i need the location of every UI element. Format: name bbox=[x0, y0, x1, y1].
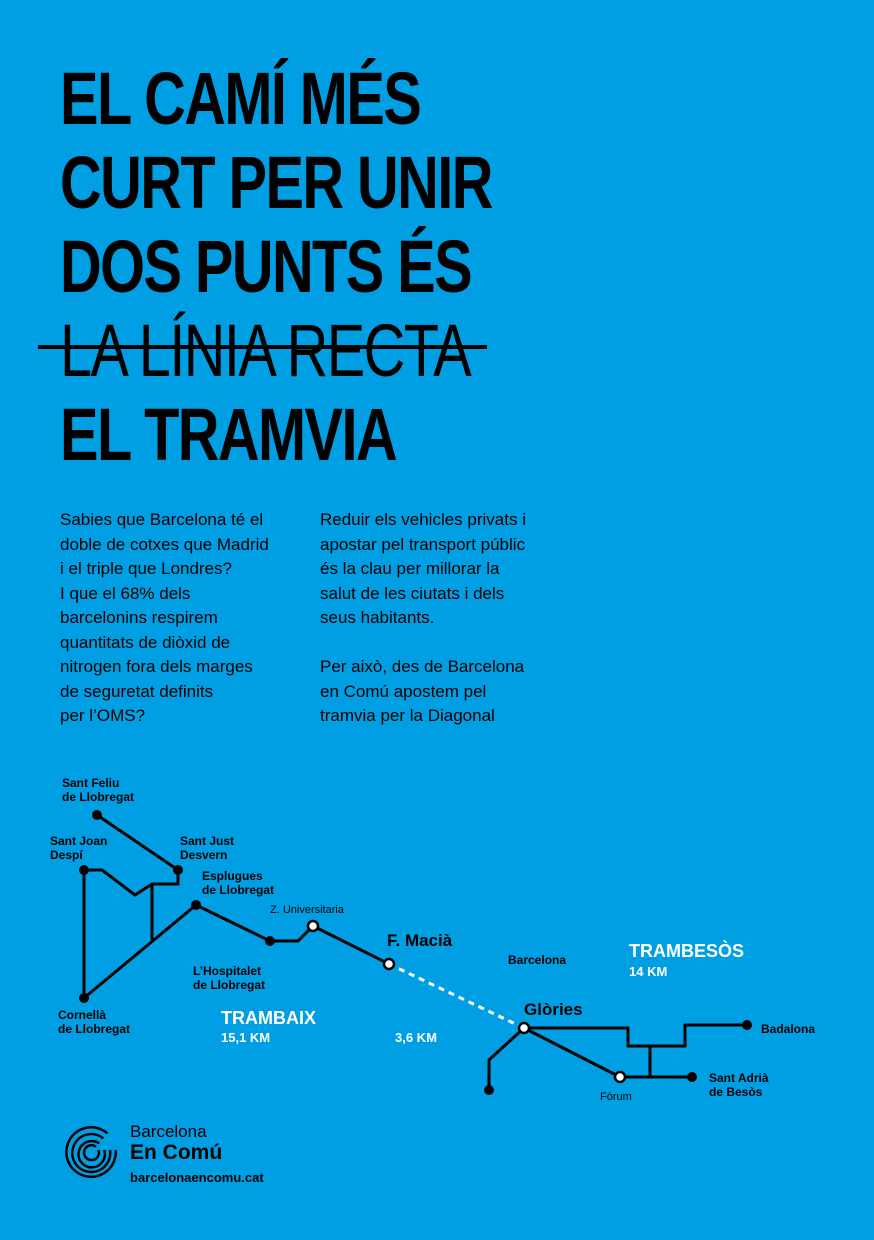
trambesos-main bbox=[487, 1026, 526, 1090]
stop-trambesos-end-dot bbox=[484, 1085, 494, 1095]
trambesos-forum bbox=[523, 1026, 621, 1079]
label-sant-feliu-1: Sant Feliu bbox=[62, 776, 119, 790]
trambaix-branch-sant-feliu bbox=[96, 813, 179, 872]
stop-hospitalet-dot bbox=[265, 936, 275, 946]
label-sant-just-1: Sant Just bbox=[180, 834, 234, 848]
strikethrough-bar bbox=[38, 345, 487, 349]
barcelona-en-comu-logo-icon bbox=[65, 1126, 117, 1179]
trambesos-badalona bbox=[524, 1023, 747, 1048]
label-sant-adria-1: Sant Adrià bbox=[709, 1071, 769, 1085]
stop-f-macia-dot bbox=[382, 957, 396, 971]
label-z-universitaria: Z. Universitaria bbox=[270, 904, 345, 916]
label-glories: Glòries bbox=[524, 1000, 583, 1019]
trambesos-name: TRAMBESÒS bbox=[629, 940, 744, 961]
body-paragraph: Reduir els vehicles privats i apostar pe… bbox=[320, 510, 526, 627]
label-barcelona: Barcelona bbox=[508, 953, 566, 967]
label-sant-joan-2: Despí bbox=[50, 848, 83, 862]
body-column-left: Sabies que Barcelona té el doble de cotx… bbox=[60, 508, 310, 753]
headline-line-1: EL CAMÍ MÉS bbox=[60, 57, 422, 140]
label-cornella-1: Cornellà bbox=[58, 1008, 106, 1022]
label-sant-feliu-2: de Llobregat bbox=[62, 790, 134, 804]
stop-sant-adria-dot bbox=[687, 1072, 697, 1082]
stop-forum-dot bbox=[613, 1070, 627, 1084]
headline-line-5: EL TRAMVIA bbox=[60, 393, 398, 476]
stop-sant-just-dot bbox=[173, 865, 183, 875]
label-badalona: Badalona bbox=[761, 1022, 815, 1036]
label-esplugues-1: Esplugues bbox=[202, 869, 263, 883]
dashed-link bbox=[388, 962, 525, 1030]
label-sant-just-2: Desvern bbox=[180, 848, 227, 862]
label-forum: Fòrum bbox=[600, 1091, 632, 1103]
tram-map: Sant Feliu de Llobregat Sant Joan Despí … bbox=[50, 776, 815, 1103]
label-sant-adria-2: de Besòs bbox=[709, 1085, 763, 1099]
headline-line-2: CURT PER UNIR bbox=[60, 141, 493, 224]
stop-sant-feliu-dot bbox=[92, 810, 102, 820]
label-cornella-2: de Llobregat bbox=[58, 1022, 130, 1036]
stop-esplugues-dot bbox=[191, 900, 201, 910]
headline: EL CAMÍ MÉS CURT PER UNIR DOS PUNTS ÉS L… bbox=[60, 58, 528, 478]
label-sant-joan-1: Sant Joan bbox=[50, 834, 107, 848]
stop-glories-dot bbox=[517, 1021, 531, 1035]
trambaix-name: TRAMBAIX bbox=[221, 1008, 316, 1028]
trambesos-km: 14 KM bbox=[629, 964, 667, 979]
label-esplugues-2: de Llobregat bbox=[202, 883, 274, 897]
label-hospitalet-2: de Llobregat bbox=[193, 978, 265, 992]
link-km: 3,6 KM bbox=[395, 1030, 437, 1045]
logo-line-1: Barcelona bbox=[130, 1122, 207, 1141]
logo-line-2: En Comú bbox=[130, 1141, 223, 1164]
logo-url[interactable]: barcelonaencomu.cat bbox=[130, 1170, 264, 1185]
trambaix-km: 15,1 KM bbox=[221, 1030, 270, 1045]
stop-sant-joan-dot bbox=[79, 865, 89, 875]
label-hospitalet-1: L’Hospitalet bbox=[193, 964, 261, 978]
trambaix-main bbox=[195, 903, 390, 966]
headline-struck-line: LA LÍNIA RECTA bbox=[60, 309, 472, 392]
trambaix-cornella-link bbox=[82, 870, 197, 1000]
body-column-right: Reduir els vehicles privats i apostar pe… bbox=[320, 508, 570, 753]
label-f-macia: F. Macià bbox=[387, 931, 453, 950]
stop-z-universitaria-dot bbox=[306, 919, 320, 933]
body-paragraph: Sabies que Barcelona té el doble de cotx… bbox=[60, 510, 269, 725]
stop-cornella-dot bbox=[79, 993, 89, 1003]
body-paragraph: Per això, des de Barcelona en Comú apost… bbox=[320, 657, 525, 725]
headline-line-3: DOS PUNTS ÉS bbox=[60, 225, 473, 308]
stop-badalona-dot bbox=[742, 1020, 752, 1030]
trambaix-branch-sant-joan bbox=[84, 868, 154, 940]
